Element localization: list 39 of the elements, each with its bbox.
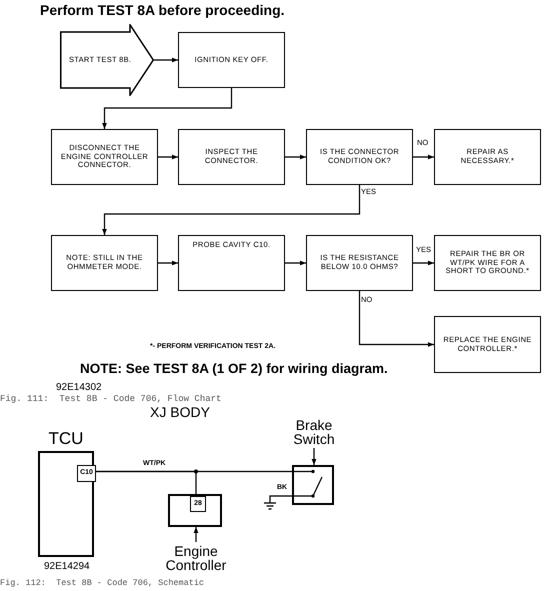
title: Perform TEST 8A before proceeding. xyxy=(40,1,285,20)
arrow xyxy=(285,154,306,160)
note: XJ BODY xyxy=(150,405,210,419)
process-box xyxy=(434,235,541,291)
node-text: TCU xyxy=(48,428,84,450)
process-box xyxy=(178,32,285,88)
component-label: Engine Controller xyxy=(164,544,228,572)
pin-box xyxy=(190,496,206,512)
pin-box xyxy=(77,465,96,482)
arrow xyxy=(154,58,178,62)
process-box xyxy=(434,316,541,373)
reference-number: 92E14302 xyxy=(56,383,102,393)
process-box xyxy=(306,235,413,291)
figure-caption: Fig. 111: Test 8B - Code 706, Flow Chart xyxy=(0,395,222,404)
component-box xyxy=(168,494,222,527)
note: NOTE: See TEST 8A (1 OF 2) for wiring diagram. xyxy=(80,362,388,376)
arrow xyxy=(102,185,360,235)
process-box xyxy=(178,235,285,291)
arrow xyxy=(158,154,178,160)
component-box xyxy=(292,465,334,505)
process-box xyxy=(306,129,413,185)
reference-number: 92E14294 xyxy=(44,562,90,572)
arrow xyxy=(312,448,316,465)
figure-caption: Fig. 112: Test 8B - Code 706, Schematic xyxy=(0,579,204,588)
wire xyxy=(94,470,197,494)
arrow xyxy=(413,260,434,266)
process-box xyxy=(51,129,158,185)
arrow xyxy=(285,260,306,266)
arrow xyxy=(358,291,434,347)
process-box xyxy=(178,129,285,185)
wire xyxy=(269,495,292,503)
arrow xyxy=(194,527,198,542)
arrow xyxy=(413,154,434,160)
arrow xyxy=(102,88,232,129)
start-arrow-box xyxy=(60,24,154,96)
process-box xyxy=(434,129,541,185)
arrow xyxy=(158,260,178,266)
component-label: Brake Switch xyxy=(292,418,336,446)
process-box xyxy=(51,235,158,291)
